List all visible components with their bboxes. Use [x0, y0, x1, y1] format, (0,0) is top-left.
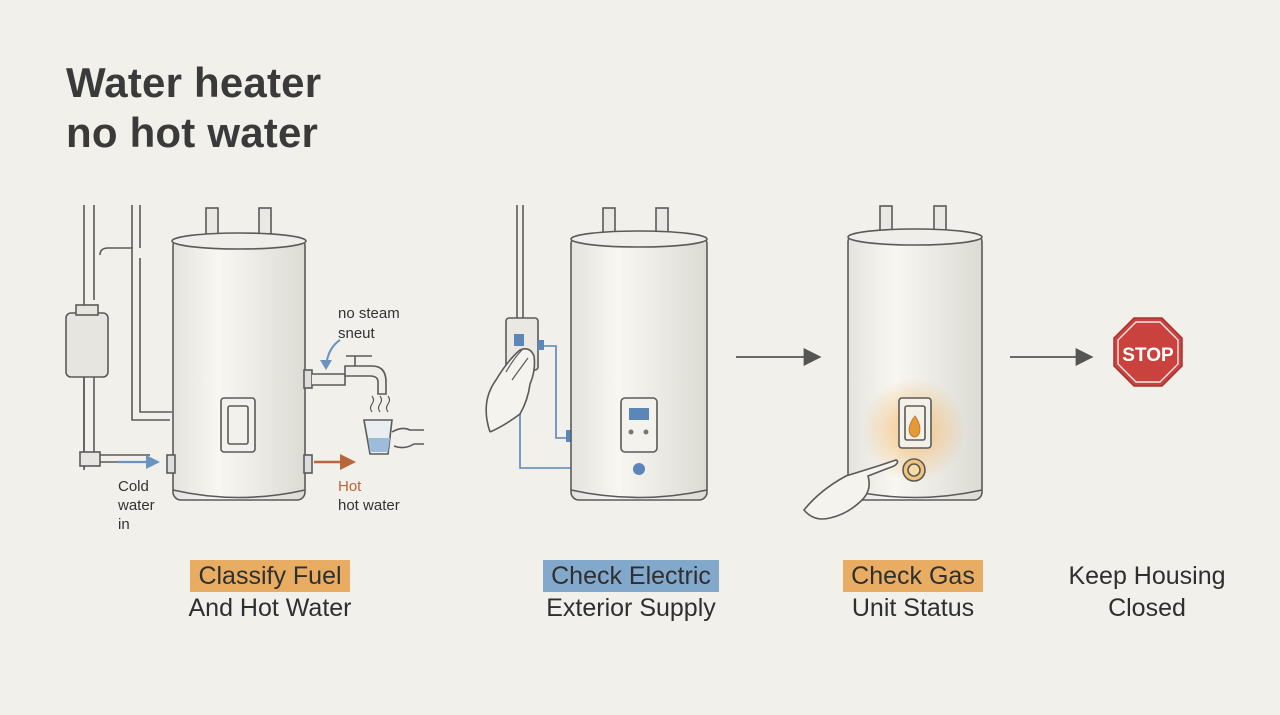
thermostat-icon [620, 397, 658, 475]
title-line-2: no hot water [66, 109, 319, 156]
step-3-sub: Unit Status [851, 594, 975, 622]
annotation-cold-2: water [117, 497, 155, 514]
steam-cup-icon [363, 395, 424, 455]
page-title: Water heater no hot water [66, 58, 321, 158]
stop-sign-icon: STOP [1113, 317, 1183, 387]
tap-icon [312, 355, 387, 395]
step-2-sub: Exterior Supply [546, 594, 716, 622]
hand-icon [485, 348, 536, 433]
hand-icon [802, 459, 899, 520]
annotation-hot: Hot [338, 478, 362, 495]
step-keep-housing-closed: Keep Housing Closed [1046, 560, 1248, 624]
step-1-sub: And Hot Water [188, 594, 352, 622]
step-check-electric: Check Electric Exterior Supply [520, 560, 742, 624]
step-check-gas: Check Gas Unit Status [813, 560, 1013, 624]
pipe-icon [65, 205, 172, 471]
step-classify-fuel: Classify Fuel And Hot Water [160, 560, 380, 624]
annotation-cold-3: in [118, 516, 130, 533]
step-4-line-1: Keep Housing [1068, 562, 1226, 590]
step-2-highlight: Check Electric [543, 560, 719, 592]
stop-sign-text: STOP [1122, 345, 1174, 366]
water-heater-tank-2 [570, 207, 708, 501]
annotation-sneut: sneut [338, 325, 376, 342]
panel-classify-fuel [65, 205, 424, 501]
annotation-hot-water: hot water [338, 497, 400, 514]
water-heater-tank-1 [166, 207, 313, 501]
step-1-highlight: Classify Fuel [190, 560, 350, 592]
panel-check-electric [485, 205, 708, 501]
hand-icon [391, 427, 424, 449]
step-4-line-2: Closed [1108, 594, 1186, 622]
title-line-1: Water heater [66, 59, 322, 106]
annotation-no-steam: no steam [338, 305, 400, 322]
annotation-cold-1: Cold [118, 478, 149, 495]
flame-icon [898, 397, 932, 449]
panel-check-gas [802, 205, 983, 520]
step-3-highlight: Check Gas [843, 560, 983, 592]
